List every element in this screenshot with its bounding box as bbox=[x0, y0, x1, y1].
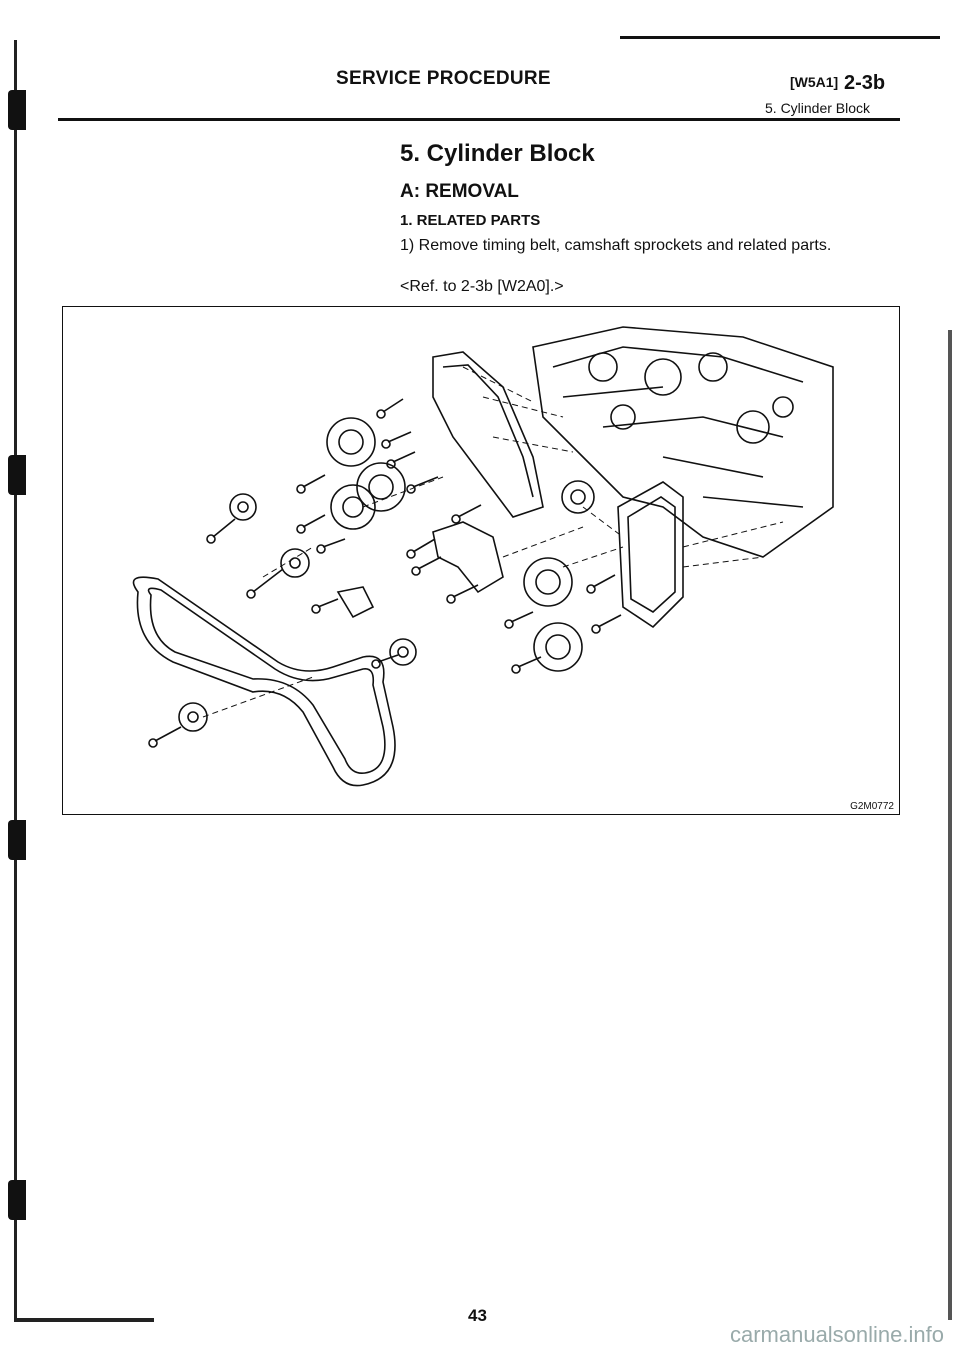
idler-pulley bbox=[178, 702, 208, 732]
tensioner bbox=[336, 586, 375, 619]
camshaft-sprocket bbox=[523, 557, 573, 607]
binder-hole-mark bbox=[8, 1180, 26, 1220]
tensioner-bracket bbox=[432, 521, 504, 594]
binder-hole-mark bbox=[8, 90, 26, 130]
page-right-edge bbox=[948, 330, 952, 1320]
camshaft-sprocket bbox=[326, 417, 376, 467]
section-subtitle: A: REMOVAL bbox=[400, 181, 519, 202]
step-text: 1) Remove timing belt, camshaft sprocket… bbox=[400, 237, 832, 254]
page-bottom-border bbox=[14, 1318, 154, 1322]
idler-pulley bbox=[389, 638, 417, 666]
belt-cover-left bbox=[432, 351, 544, 518]
exploded-view-figure: G2M0772 bbox=[62, 306, 900, 815]
idler-pulley bbox=[229, 493, 257, 521]
header-rule bbox=[58, 118, 900, 121]
camshaft-sprocket bbox=[356, 462, 406, 512]
bolts bbox=[148, 398, 622, 748]
binder-hole-mark bbox=[8, 820, 26, 860]
header-top-rule bbox=[620, 36, 940, 39]
section-title: 5. Cylinder Block bbox=[400, 140, 595, 167]
camshaft-sprocket bbox=[330, 484, 376, 530]
header-subtitle: 5. Cylinder Block bbox=[765, 100, 871, 116]
binder-hole-mark bbox=[8, 455, 26, 495]
belt-cover-right bbox=[617, 481, 684, 629]
idler-pulley bbox=[280, 548, 310, 578]
header-title: SERVICE PROCEDURE bbox=[336, 68, 551, 89]
page-number: 43 bbox=[468, 1306, 487, 1325]
camshaft-sprocket bbox=[533, 622, 583, 672]
engine-block bbox=[532, 326, 834, 558]
item-title: 1. RELATED PARTS bbox=[400, 212, 541, 229]
header-section-number: 2-3b bbox=[844, 72, 886, 94]
watermark: carmanualsonline.info bbox=[729, 1322, 944, 1347]
header-ref-code: [W5A1] bbox=[790, 74, 839, 90]
crankshaft-sprocket bbox=[561, 480, 595, 514]
timing-belt-illustration: G2M0772 bbox=[132, 326, 894, 812]
reference-link[interactable]: <Ref. to 2-3b [W2A0].> bbox=[400, 278, 564, 295]
page-left-border bbox=[14, 40, 17, 1320]
figure-code: G2M0772 bbox=[850, 801, 894, 812]
timing-belt bbox=[132, 576, 396, 787]
